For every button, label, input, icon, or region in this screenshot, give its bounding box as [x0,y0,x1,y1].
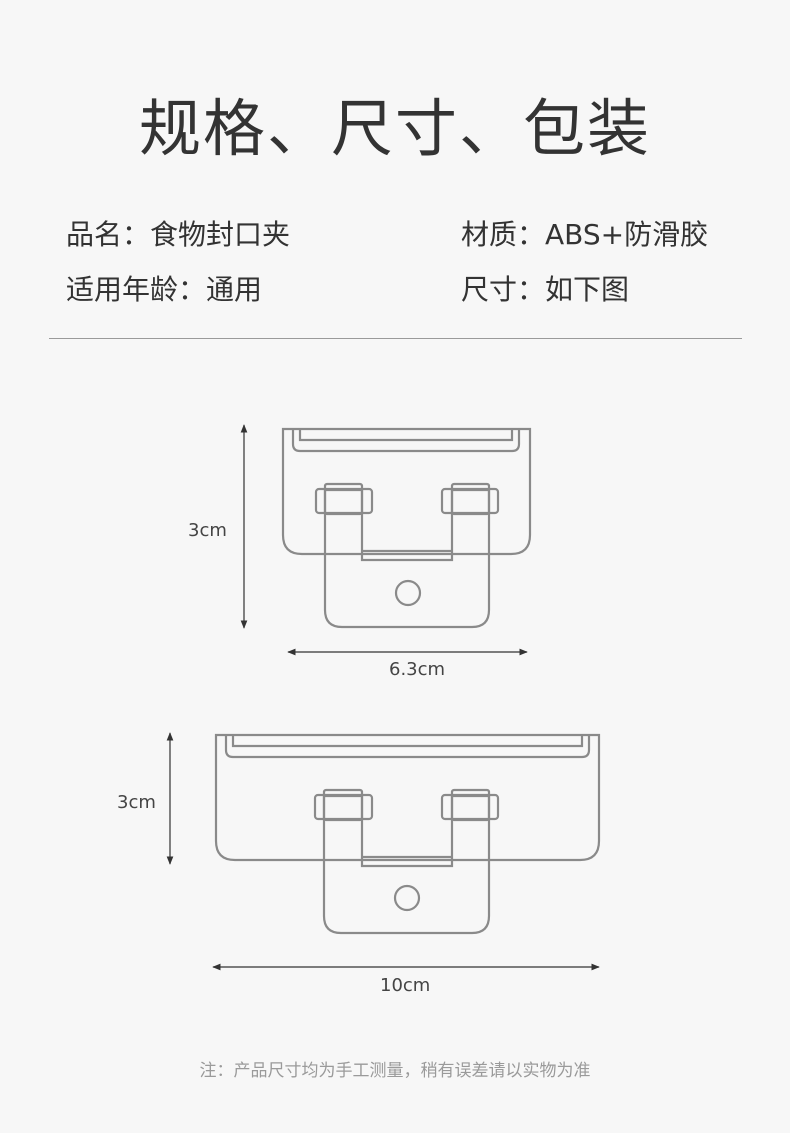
spec-material: 材质：ABS+防滑胶 [461,218,709,251]
spec-size: 尺寸：如下图 [461,273,630,306]
small-height-label: 3cm [188,520,227,541]
footer-note: 注：产品尺寸均为手工测量，稍有误差请以实物为准 [199,1061,591,1081]
clip-large-drawing [214,733,601,935]
spec-age: 适用年龄：通用 [66,273,263,306]
clip-large-dimension-lines [166,732,600,971]
section-divider [49,338,742,339]
large-width-label: 10cm [380,975,431,996]
small-width-label: 6.3cm [389,659,446,680]
spec-product-name: 品名：食物封口夹 [66,218,291,251]
clip-small-drawing [281,427,532,629]
large-height-label: 3cm [117,792,156,813]
page-title: 规格、尺寸、包装 [138,92,651,165]
clip-small-dimension-lines [240,424,528,656]
